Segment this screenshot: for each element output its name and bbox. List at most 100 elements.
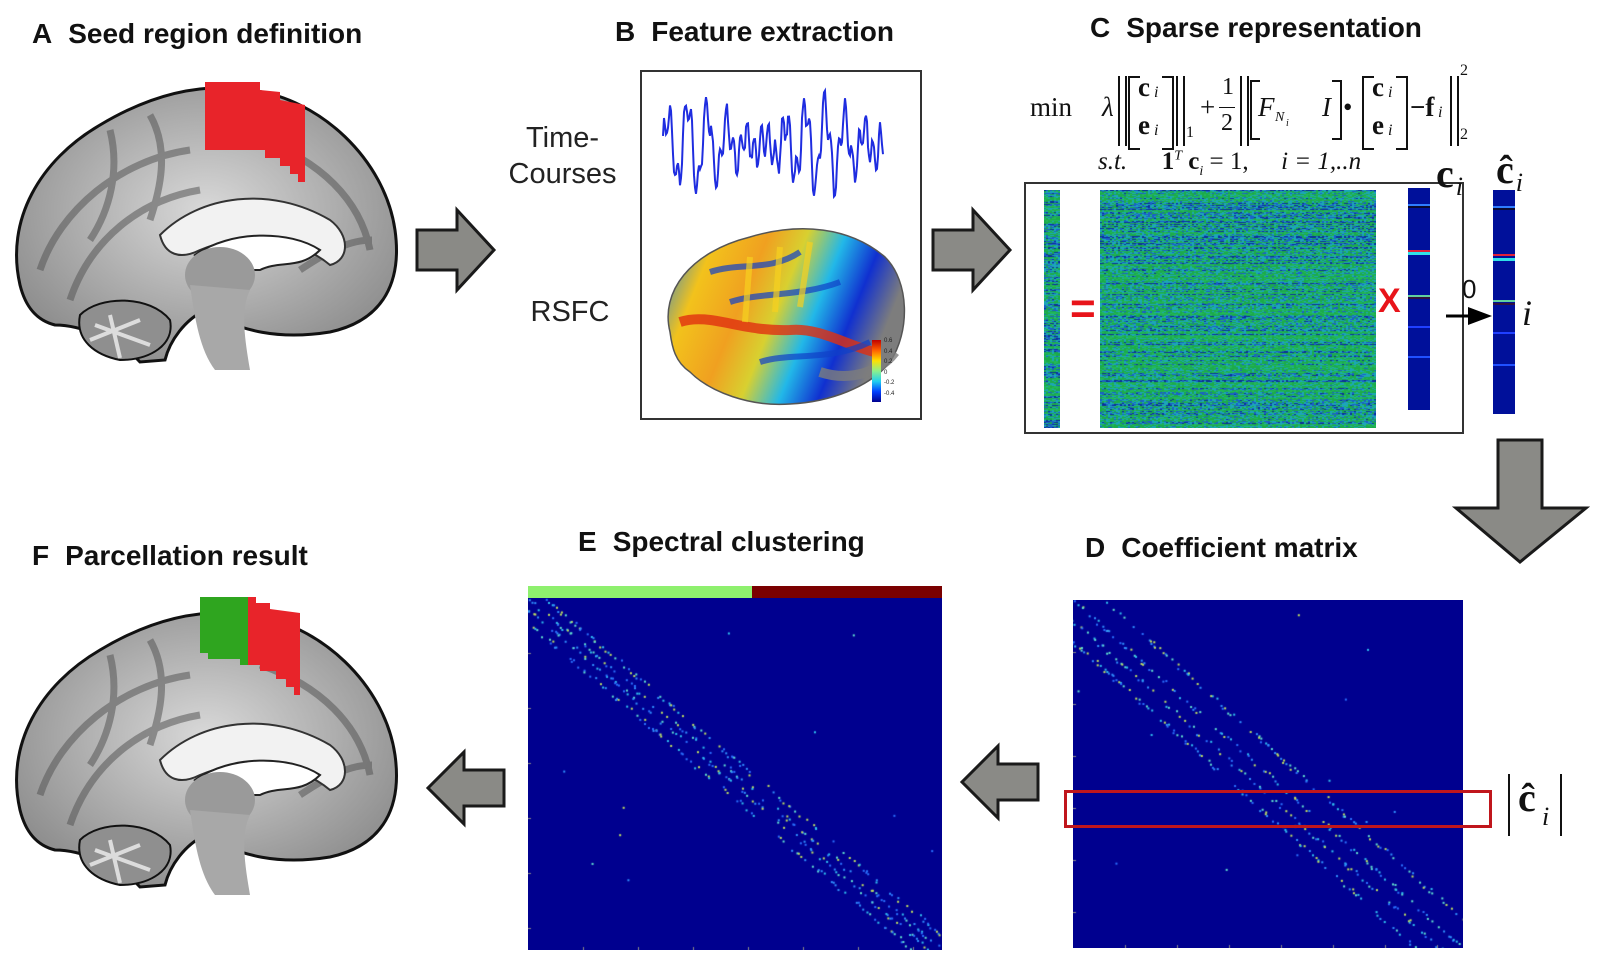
times-sign: X bbox=[1378, 282, 1401, 320]
panel-f-title: F Parcellation result bbox=[32, 540, 308, 572]
subscript: i bbox=[1199, 164, 1204, 179]
cluster-label-bar bbox=[528, 586, 942, 598]
panel-title-text: Spectral clustering bbox=[612, 526, 865, 557]
subscript: i bbox=[1388, 84, 1393, 101]
panel-letter: B bbox=[615, 16, 636, 47]
vec-e: e bbox=[1372, 110, 1384, 140]
panel-letter: F bbox=[32, 540, 50, 571]
coefficient-matrix-plot bbox=[1073, 600, 1463, 948]
abs-bar-left bbox=[1508, 774, 1526, 836]
norm-bar bbox=[1176, 76, 1185, 146]
parcel-anterior bbox=[200, 597, 248, 665]
colorbar bbox=[872, 340, 881, 402]
time-courses-label: Time- Courses bbox=[500, 120, 625, 192]
c-hat-i-label: ĉi bbox=[1496, 146, 1523, 198]
panel-title-text: Seed region definition bbox=[68, 18, 363, 49]
min-operator: min bbox=[1030, 92, 1073, 122]
dictionary-matrix bbox=[1100, 190, 1376, 428]
colorbar-tick: -0.2 bbox=[884, 380, 895, 386]
panel-letter: D bbox=[1085, 532, 1106, 563]
c-hat-symbol: ĉ bbox=[1518, 775, 1536, 820]
colorbar-ticks: 0.6 0.4 0.2 0 -0.2 -0.4 bbox=[884, 336, 894, 399]
panel-letter: E bbox=[578, 526, 597, 557]
arrow-down-icon bbox=[1452, 438, 1590, 564]
time-course-trace bbox=[662, 87, 884, 200]
equals-sign: = bbox=[1070, 284, 1096, 333]
arrow-right-icon bbox=[415, 206, 497, 294]
subscript: i bbox=[1154, 122, 1159, 139]
colorbar-tick: 0 bbox=[884, 369, 888, 376]
subscript: i bbox=[1438, 104, 1443, 121]
subscript: i bbox=[1154, 84, 1159, 101]
c-i-label: ci bbox=[1436, 150, 1463, 202]
subscript: i bbox=[1286, 118, 1289, 129]
coefficient-vector-c-hat bbox=[1493, 190, 1515, 414]
panel-title-text: Coefficient matrix bbox=[1121, 532, 1358, 563]
brain-sagittal-parcellation bbox=[15, 597, 398, 895]
norm-bar bbox=[1118, 76, 1127, 146]
bracket-left bbox=[1250, 80, 1260, 140]
label-line: Time- bbox=[525, 122, 600, 154]
transpose: T bbox=[1174, 148, 1182, 164]
constraint-formula: s.t. 1T ci = 1, i = 1,..n bbox=[1098, 148, 1361, 180]
colorbar-tick: -0.4 bbox=[884, 390, 895, 397]
lambda-symbol: λ bbox=[1102, 92, 1114, 122]
arrow-right-small-icon bbox=[1446, 307, 1492, 325]
arrow-left-icon bbox=[425, 748, 506, 828]
identity-I: I bbox=[1322, 92, 1331, 122]
parcel-posterior bbox=[248, 597, 300, 695]
cluster-2-segment bbox=[751, 586, 942, 598]
zero-label: 0 bbox=[1462, 274, 1477, 304]
index-i-label: i bbox=[1522, 293, 1533, 333]
c-symbol: c bbox=[1436, 151, 1454, 196]
arrow-left-icon bbox=[959, 742, 1040, 822]
subscript: i bbox=[1388, 122, 1393, 139]
norm-bar bbox=[1450, 76, 1459, 146]
subscript: 1 bbox=[1186, 124, 1194, 141]
bracket-left bbox=[1362, 76, 1374, 150]
colorbar-tick: 0.6 bbox=[884, 338, 893, 344]
plus-sign: + bbox=[1200, 92, 1216, 122]
such-that: s.t. bbox=[1098, 148, 1128, 175]
colorbar-tick: 0.4 bbox=[884, 348, 893, 355]
fraction-num: 1 bbox=[1222, 74, 1234, 100]
bracket-left bbox=[1128, 76, 1140, 150]
subscript: i bbox=[1542, 802, 1550, 831]
panel-title-text: Parcellation result bbox=[65, 540, 308, 571]
feature-vector-f bbox=[1044, 190, 1060, 428]
spectral-clustering-matrix bbox=[528, 598, 942, 950]
vec-e: e bbox=[1138, 110, 1150, 140]
bracket-right bbox=[1162, 76, 1174, 150]
index-range: i = 1,..n bbox=[1281, 148, 1362, 175]
arrow-right-icon bbox=[931, 206, 1013, 294]
abs-bar-right bbox=[1556, 774, 1562, 836]
vec-c: c bbox=[1138, 72, 1150, 102]
cluster-1-segment bbox=[528, 586, 752, 598]
norm-bar bbox=[1240, 76, 1249, 146]
subscript: i bbox=[1515, 168, 1523, 197]
vec-c: c bbox=[1188, 148, 1200, 175]
rsfc-brain-surface bbox=[667, 228, 906, 406]
bracket-right bbox=[1396, 76, 1408, 150]
panel-a-title: A Seed region definition bbox=[32, 18, 362, 50]
dot-operator: • bbox=[1343, 92, 1353, 122]
subscript: 2 bbox=[1460, 126, 1468, 143]
coefficient-vector-c bbox=[1408, 188, 1430, 410]
panel-d-title: D Coefficient matrix bbox=[1085, 532, 1358, 564]
feature-extraction-frame: 0.6 0.4 0.2 0 -0.2 -0.4 bbox=[640, 70, 922, 420]
matrix-F: F bbox=[1258, 92, 1275, 122]
minus-f: −f bbox=[1410, 92, 1435, 122]
bracket-right bbox=[1332, 80, 1342, 140]
panel-letter: A bbox=[32, 18, 53, 49]
equals-one: = 1, bbox=[1209, 148, 1249, 175]
colorbar-tick: 0.2 bbox=[884, 359, 893, 365]
panel-title-text: Sparse representation bbox=[1126, 12, 1422, 43]
rsfc-label: RSFC bbox=[530, 296, 610, 328]
subscript: N bbox=[1275, 110, 1285, 125]
subscript: i bbox=[1455, 172, 1463, 201]
seed-region bbox=[205, 82, 305, 182]
ones-vector: 1 bbox=[1161, 148, 1175, 175]
row-highlight-box bbox=[1064, 790, 1492, 828]
